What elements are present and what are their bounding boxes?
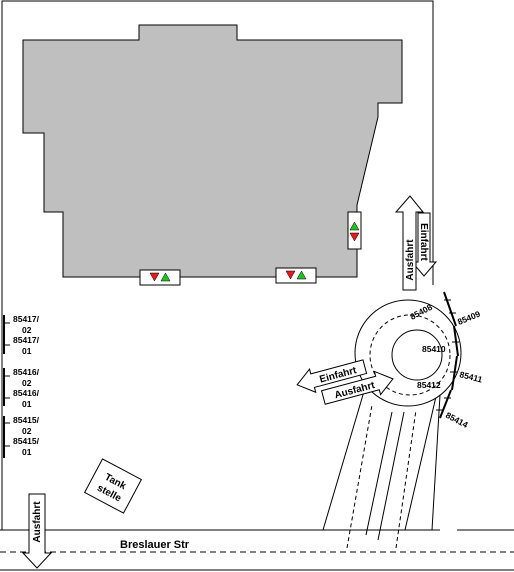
left-spot-6-line2: 01 — [22, 447, 32, 457]
roundabout-bays — [436, 291, 459, 419]
door-signal-bottom-1 — [139, 269, 181, 286]
spot-label-85411: 85411 — [459, 369, 484, 384]
street-name: Breslauer Str — [120, 539, 190, 551]
access-roads — [322, 387, 441, 549]
fuel-station: Tank stelle — [83, 458, 143, 514]
exit-arrow-right-top-label: Ausfahrt — [405, 239, 416, 281]
up-triangle-icon — [349, 221, 360, 231]
down-triangle-icon — [285, 270, 296, 280]
left-spot-labels: 85417/ 02 85417/ 01 85416/ 02 85416/ 01 … — [13, 314, 40, 457]
left-spot-1-line2: 02 — [22, 325, 32, 335]
property-boundary — [1, 0, 434, 530]
left-spot-1-line1: 85417/ — [13, 314, 40, 324]
spot-label-85412: 85412 — [417, 380, 441, 390]
left-spot-6-line1: 85415/ — [13, 436, 40, 446]
door-signal-bottom-2 — [275, 267, 317, 284]
entry-arrow-right-top-label: Einfahrt — [418, 223, 429, 261]
spot-label-85414: 85414 — [444, 410, 470, 430]
left-spot-2-line1: 85417/ — [13, 335, 40, 345]
spot-label-85410: 85410 — [422, 344, 446, 354]
building — [22, 24, 403, 278]
left-parking-markers — [3, 315, 10, 458]
exit-arrow-bottom-label: Ausfahrt — [32, 501, 43, 543]
left-spot-3-line1: 85416/ — [13, 367, 40, 377]
left-spot-4-line1: 85416/ — [13, 388, 40, 398]
exit-arrow-bottom: Ausfahrt — [21, 493, 53, 569]
down-triangle-icon — [149, 272, 160, 282]
door-signal-right — [347, 211, 362, 250]
street-lines — [0, 529, 514, 571]
left-spot-5-line2: 02 — [22, 426, 32, 436]
left-spot-4-line2: 01 — [22, 399, 32, 409]
entry-arrow-right-top: Einfahrt — [410, 212, 438, 277]
down-triangle-icon — [349, 232, 360, 242]
up-triangle-icon — [160, 272, 171, 282]
left-spot-5-line1: 85415/ — [13, 415, 40, 425]
up-triangle-icon — [296, 270, 307, 280]
exit-arrow-right-top: Ausfahrt — [394, 195, 425, 291]
left-spot-2-line2: 01 — [22, 346, 32, 356]
spot-label-85409: 85409 — [456, 309, 482, 327]
left-spot-3-line2: 02 — [22, 378, 32, 388]
